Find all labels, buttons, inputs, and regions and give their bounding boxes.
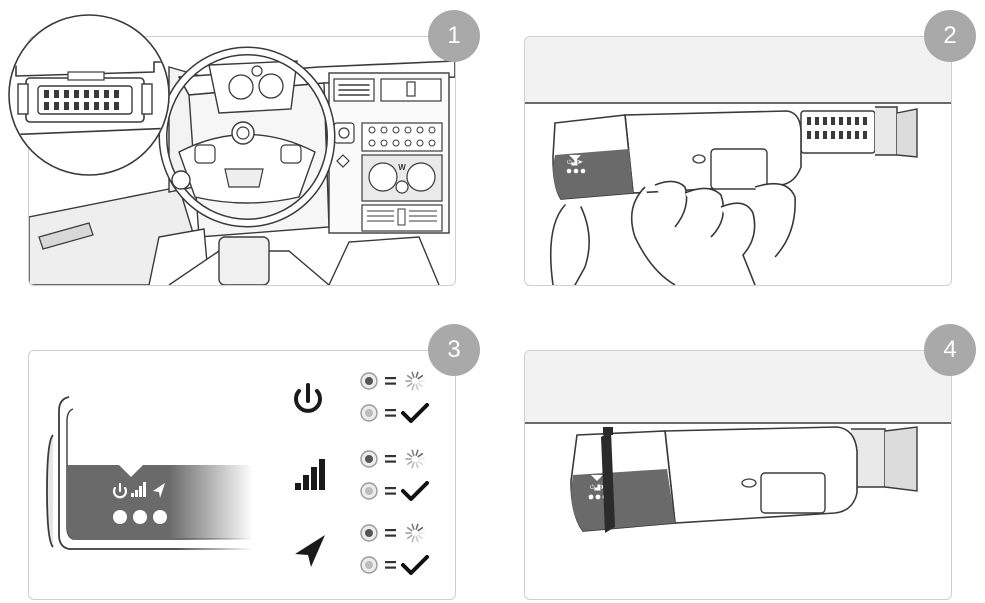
device-gps-icon	[153, 483, 165, 498]
step-1-badge: 1	[428, 10, 480, 62]
device-led-dots	[113, 510, 167, 524]
gps-arrow-blinking-row	[360, 523, 425, 543]
gps-arrow-icon	[295, 535, 325, 567]
checkmark-icon	[401, 403, 429, 423]
car-interior-illustration: W	[29, 46, 455, 285]
installed-device-illustration: ⏻▟➤	[525, 351, 951, 533]
checkmark-icon	[401, 555, 429, 575]
step-1-panel: W	[28, 36, 456, 286]
svg-text:⏻▟➤: ⏻▟➤	[567, 159, 584, 166]
loading-spinner-icon	[405, 523, 425, 543]
gps-arrow-steady-row	[360, 555, 429, 575]
power-icon	[294, 383, 322, 413]
checkmark-icon	[401, 481, 429, 501]
step-4-panel: ⏻▟➤	[524, 350, 952, 600]
power-blinking-row	[360, 371, 425, 391]
plug-in-device-illustration: ⏻▟➤	[525, 37, 951, 285]
signal-blinking-row	[360, 449, 425, 469]
step-2-panel: ⏻▟➤	[524, 36, 952, 286]
signal-icon	[295, 459, 325, 490]
obd-port-zoom-icon	[8, 14, 170, 176]
vent-label: W	[398, 163, 406, 172]
status-lights-illustration	[46, 371, 429, 575]
signal-steady-row	[360, 481, 429, 501]
device-power-icon	[112, 482, 128, 499]
power-steady-row	[360, 403, 429, 423]
loading-spinner-icon	[405, 371, 425, 391]
loading-spinner-icon	[405, 449, 425, 469]
step-4-badge: 4	[924, 324, 976, 376]
step-3-panel	[28, 350, 456, 600]
step-2-badge: 2	[924, 10, 976, 62]
svg-text:⏻▟➤: ⏻▟➤	[590, 484, 607, 491]
device-signal-icon	[131, 482, 146, 497]
step-3-badge: 3	[428, 324, 480, 376]
